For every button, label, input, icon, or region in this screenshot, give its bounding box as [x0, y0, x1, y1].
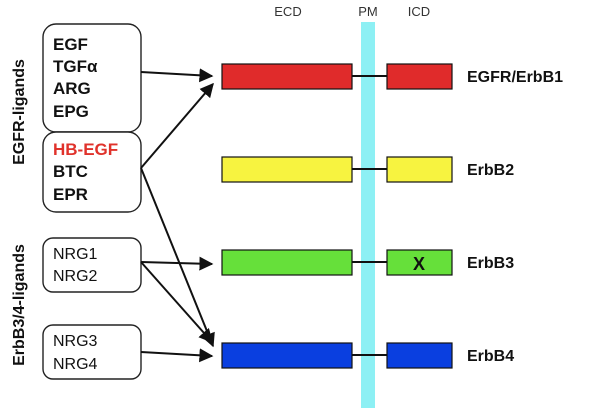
group-label-erbb34-ligands: ErbB3/4-ligands [11, 244, 28, 366]
icd-bar-erbb2 [386, 156, 453, 183]
header-icd: ICD [408, 4, 430, 19]
arrow-box2-to-erbb1 [140, 82, 214, 169]
ligand-tgfa: TGFα [53, 57, 98, 76]
ligand-nrg3: NRG3 [53, 333, 98, 350]
icd-bar-erbb4 [386, 342, 453, 369]
icd-bar-erbb3 [386, 249, 453, 276]
ecd-bar-erbb3 [221, 249, 353, 276]
arrow-box3-to-erbb3 [140, 256, 214, 271]
arrow-box3-to-erbb4 [140, 261, 213, 344]
ligand-arg: ARG [53, 79, 91, 98]
arrow-box2-to-erbb4 [140, 167, 215, 348]
receptor-erbb3: X ErbB3 [221, 249, 514, 276]
icd-kinase-dead-mark: X [413, 254, 425, 274]
receptor-erbb2: ErbB2 [221, 156, 514, 183]
group-label-egfr-ligands: EGFR-ligands [11, 59, 28, 165]
ligand-box-2 [42, 131, 142, 213]
plasma-membrane [361, 22, 375, 408]
ligand-nrg4: NRG4 [53, 356, 98, 373]
receptor-label-erbb2: ErbB2 [467, 162, 514, 179]
ecd-bar-erbb4 [221, 342, 353, 369]
arrow-box1-to-erbb1 [140, 68, 214, 83]
ligand-box-3 [42, 237, 142, 293]
receptor-label-erbb4: ErbB4 [467, 348, 514, 365]
receptor-label-erbb1: EGFR/ErbB1 [467, 69, 563, 86]
ligand-epg: EPG [53, 102, 89, 121]
ecd-bar-erbb1 [221, 63, 353, 90]
icd-bar-erbb1 [386, 63, 453, 90]
ligand-egf: EGF [53, 35, 88, 54]
header-ecd: ECD [274, 4, 301, 19]
ecd-bar-erbb2 [221, 156, 353, 183]
ligand-btc: BTC [53, 162, 88, 181]
receptor-egfr-erbb1: EGFR/ErbB1 [221, 63, 563, 90]
ligand-hb-egf: HB-EGF [53, 140, 118, 159]
ligand-nrg2: NRG2 [53, 268, 98, 285]
header-pm: PM [358, 4, 378, 19]
receptor-label-erbb3: ErbB3 [467, 255, 514, 272]
ligand-nrg1: NRG1 [53, 246, 98, 263]
ligand-epr: EPR [53, 185, 88, 204]
arrow-box4-to-erbb4 [140, 348, 214, 363]
receptor-erbb4: ErbB4 [221, 342, 514, 369]
